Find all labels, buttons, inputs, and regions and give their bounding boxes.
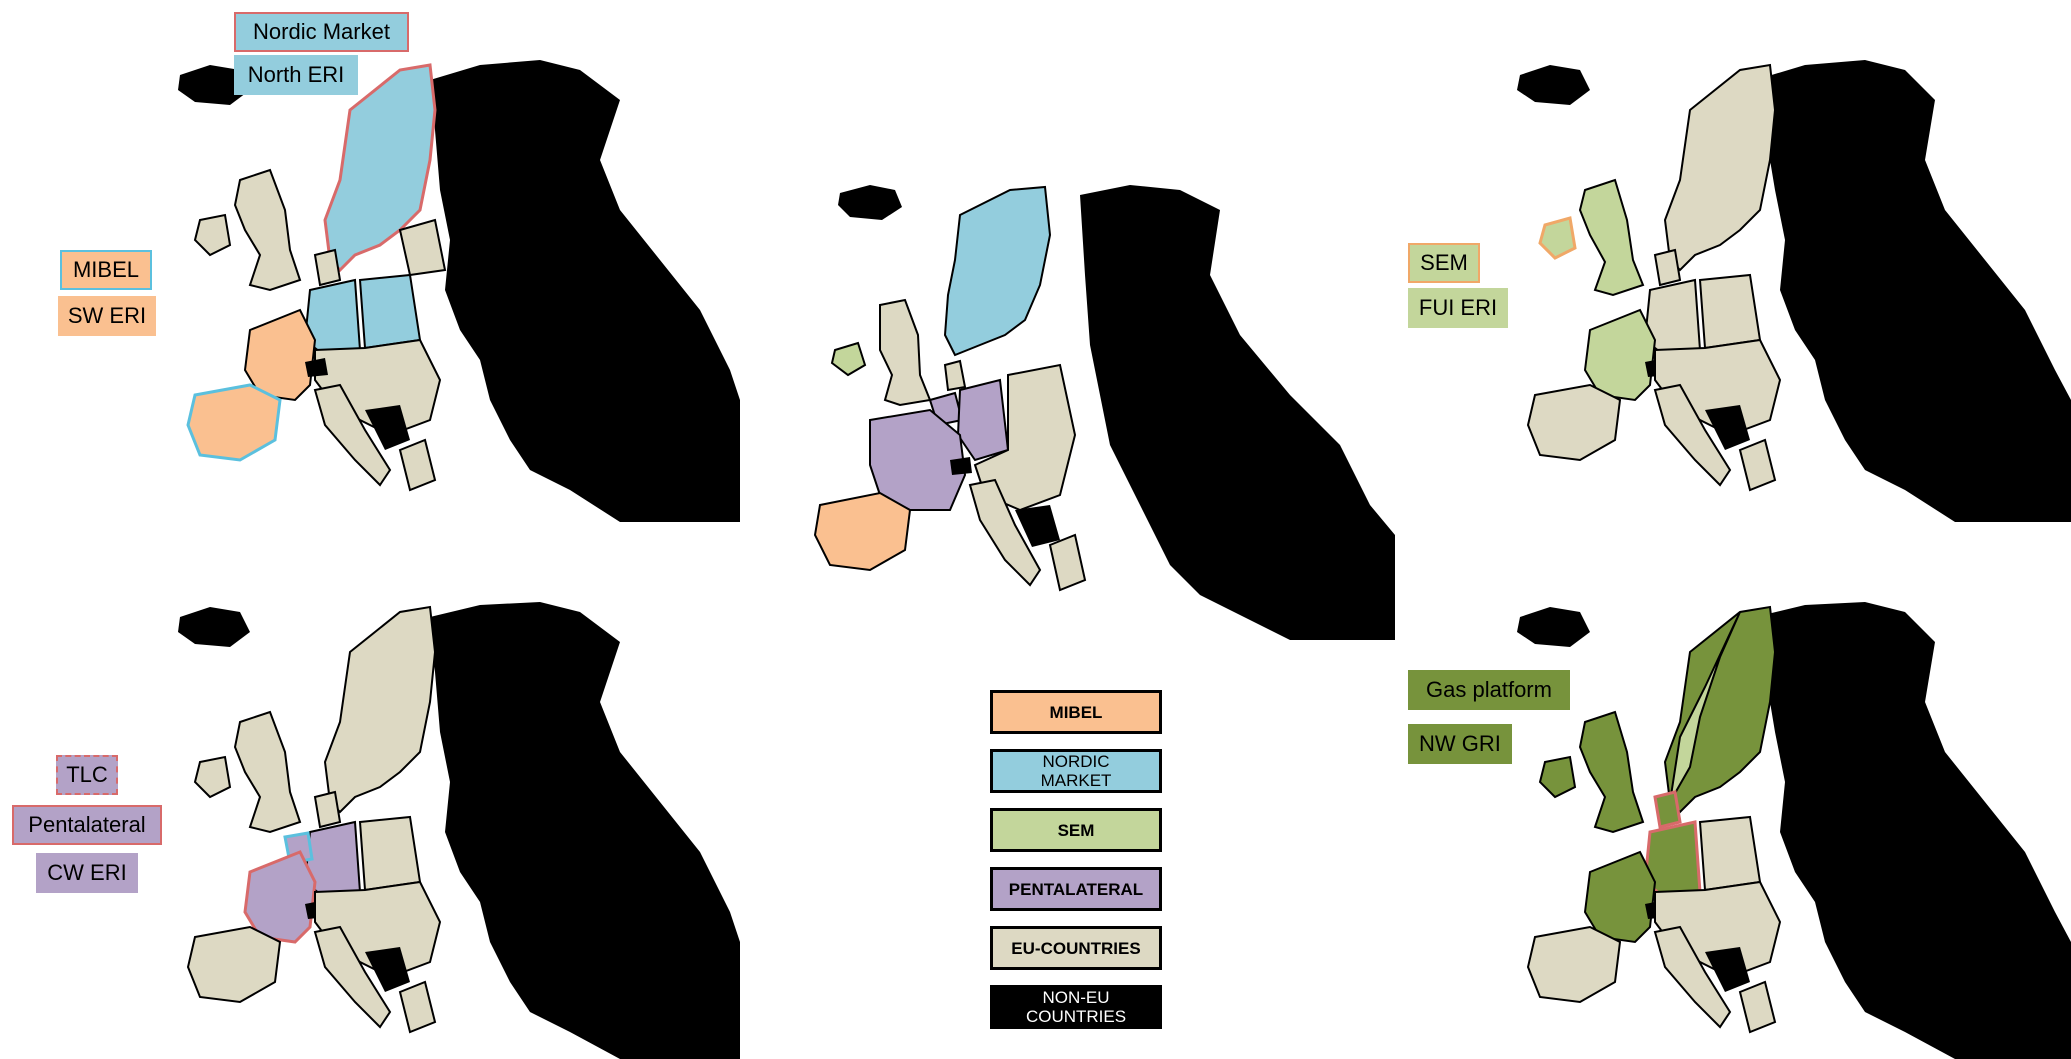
denmark-shape [313,248,342,287]
balkans-shape [1705,947,1750,992]
non-eu-region [1755,60,2071,522]
legend-item-eu-countries: EU-COUNTRIES [990,926,1162,970]
non-eu-region [430,602,740,1059]
uk-shape [233,168,302,292]
legend-item-sem: SEM [990,808,1162,852]
poland-shape [1698,815,1762,892]
greece-shape [1048,533,1087,592]
italy-shape [968,478,1042,587]
uk-shape [1578,178,1645,297]
map-center [813,185,1395,640]
label-tlc: TLC [56,755,118,795]
ireland-shape [1538,216,1577,260]
label-pentalateral: Pentalateral [12,805,162,845]
poland-shape [1698,273,1762,350]
map-top-left [178,60,740,522]
france-shape [869,408,967,511]
italy-shape [313,383,392,487]
nordic-region [1663,605,1777,814]
map-bottom-right [1517,602,2071,1059]
map-top-right [1517,60,2071,522]
france-shape [243,308,317,402]
balkans-shape [365,947,410,992]
label-north-eri: North ERI [234,55,358,95]
legend-item-non-eu-countries: NON-EU COUNTRIES [990,985,1162,1029]
france-shape [1583,850,1657,944]
iceland-shape [838,185,902,220]
uk-shape [1578,710,1645,834]
iceland-shape [1517,65,1590,105]
switzerland-shape [950,457,972,475]
legend-item-mibel: MIBEL [990,690,1162,734]
map-bottom-left [178,602,740,1059]
label-sem: SEM [1408,243,1480,283]
italy-shape [313,925,392,1029]
non-eu-region [430,60,740,522]
balkans-shape [365,405,410,450]
greece-shape [398,980,437,1034]
denmark-shape [1653,790,1682,829]
non-eu-region [1080,185,1395,640]
nordic-region [943,185,1052,357]
greece-shape [1738,980,1777,1034]
ireland-shape [830,341,867,377]
iberia-shape [1526,383,1622,462]
greece-shape [398,438,437,492]
greece-shape [1738,438,1777,492]
label-fui-eri: FUI ERI [1408,288,1508,328]
legend-item-nordic-market: NORDIC MARKET [990,749,1162,793]
nordic-region [323,63,437,273]
balkans-shape [1015,505,1060,547]
ireland-shape [193,213,232,257]
norway-shape [1669,611,1741,803]
label-nw-gri: NW GRI [1408,724,1512,764]
iberia-shape [813,491,912,572]
iberia-shape [186,383,282,462]
ireland-shape [193,755,232,799]
switzerland-shape [305,358,328,377]
label-gas-platform: Gas platform [1408,670,1570,710]
balkans-shape [1705,405,1750,450]
iberia-shape [1526,925,1622,1004]
uk-shape [879,298,932,407]
poland-shape [358,815,422,892]
nordic-region [1663,63,1777,272]
iceland-shape [178,65,250,105]
iceland-shape [178,607,250,647]
germany-shape [956,378,1010,462]
poland-shape [358,273,422,350]
label-mibel: MIBEL [60,250,152,290]
uk-shape [233,710,302,834]
italy-shape [1653,925,1732,1029]
france-shape [243,850,317,944]
france-shape [1583,308,1657,402]
ireland-shape [1538,755,1577,799]
label-sw-eri: SW ERI [58,296,156,336]
iceland-shape [1517,607,1590,647]
nordic-region [323,605,437,814]
italy-shape [1653,383,1732,487]
label-nordic-market: Nordic Market [234,12,409,52]
non-eu-region [1755,602,2071,1059]
iberia-shape [186,925,282,1004]
denmark-shape [943,359,967,392]
denmark-shape [1653,248,1682,287]
baltics-shape [398,218,447,277]
legend-item-pentalateral: PENTALATERAL [990,867,1162,911]
label-cw-eri: CW ERI [36,853,138,893]
denmark-shape [313,790,342,829]
